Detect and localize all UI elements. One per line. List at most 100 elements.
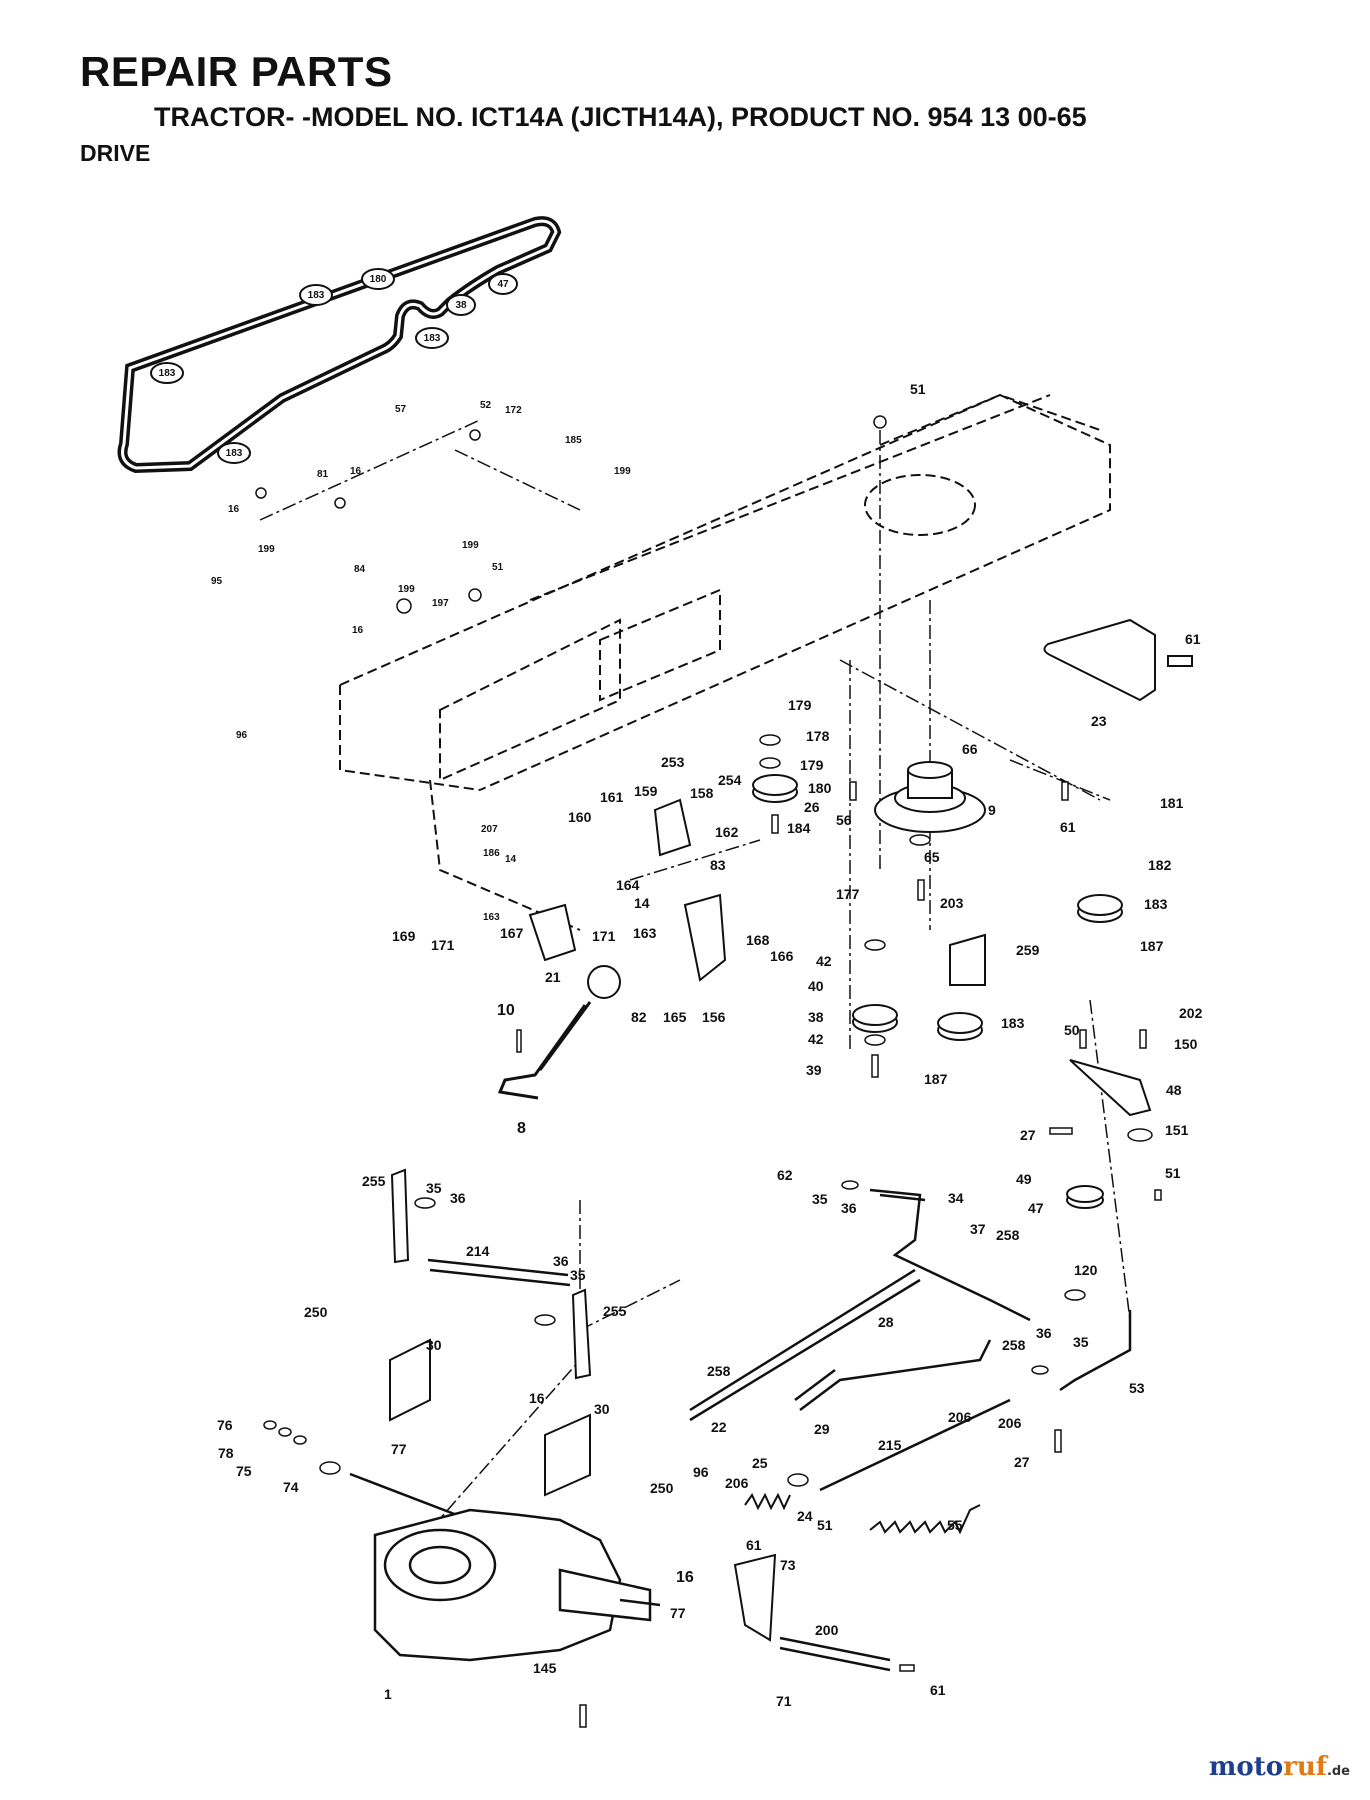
part-label: 35 bbox=[570, 1267, 586, 1283]
part-label: 35 bbox=[1073, 1334, 1089, 1350]
belt-callout-label: 183 bbox=[424, 333, 441, 344]
part-label: 160 bbox=[568, 809, 592, 825]
belt-callout-label: 183 bbox=[308, 290, 325, 301]
part-label: 55 bbox=[947, 1517, 963, 1533]
part-label: 183 bbox=[1144, 896, 1168, 912]
part-label: 156 bbox=[702, 1009, 726, 1025]
part-label: 258 bbox=[1002, 1337, 1026, 1353]
shift-lever-8 bbox=[497, 1001, 592, 1100]
part-label: 161 bbox=[600, 789, 624, 805]
part-label: 52 bbox=[480, 400, 492, 411]
spring-25 bbox=[744, 1492, 791, 1511]
part-label: 29 bbox=[814, 1421, 830, 1437]
part-label: 82 bbox=[631, 1009, 647, 1025]
belt-callout-label: 38 bbox=[455, 300, 467, 311]
part-label: 35 bbox=[812, 1191, 828, 1207]
watermark-part-a: moto bbox=[1208, 1752, 1284, 1782]
part-label: 61 bbox=[746, 1537, 762, 1553]
part-label: 57 bbox=[395, 404, 407, 415]
part-label: 184 bbox=[787, 820, 811, 836]
part-label: 9 bbox=[988, 802, 996, 818]
part-label: 197 bbox=[432, 598, 449, 609]
part-label: 181 bbox=[1160, 795, 1184, 811]
part-label: 206 bbox=[948, 1409, 972, 1425]
part-label: 77 bbox=[670, 1605, 686, 1621]
part-label: 202 bbox=[1179, 1005, 1203, 1021]
part-label: 95 bbox=[211, 576, 223, 587]
transaxle-1 bbox=[373, 1508, 661, 1662]
part-label: 255 bbox=[362, 1173, 386, 1189]
part-label: 200 bbox=[815, 1622, 839, 1638]
plate-255-left bbox=[390, 1168, 410, 1264]
belt-callouts: 183 180 47 38 183 183 183 bbox=[150, 268, 518, 464]
part-label: 39 bbox=[806, 1062, 822, 1078]
part-label: 206 bbox=[998, 1415, 1022, 1431]
part-label: 186 bbox=[483, 848, 500, 859]
part-label: 250 bbox=[650, 1480, 674, 1496]
idler-pulley-180 bbox=[752, 774, 798, 803]
part-label: 159 bbox=[634, 783, 658, 799]
assembly-guide-lines bbox=[259, 419, 1131, 1531]
bracket-158 bbox=[653, 798, 692, 857]
part-label: 42 bbox=[816, 953, 832, 969]
belt-callout-47: 47 bbox=[488, 273, 518, 295]
part-label: 180 bbox=[808, 780, 832, 796]
part-label: 74 bbox=[283, 1479, 299, 1495]
part-label: 36 bbox=[450, 1190, 466, 1206]
tractor-frame-dashed bbox=[339, 393, 1111, 931]
part-label: 35 bbox=[426, 1180, 442, 1196]
part-label: 30 bbox=[426, 1337, 442, 1353]
part-label: 40 bbox=[808, 978, 824, 994]
part-label: 76 bbox=[217, 1417, 233, 1433]
part-number-labels: 57 51 52 172 185 199 16 81 16 199 51 199… bbox=[211, 381, 1203, 1709]
part-label: 49 bbox=[1016, 1171, 1032, 1187]
belt-callout-183d: 183 bbox=[217, 442, 251, 464]
part-label: 163 bbox=[483, 912, 500, 923]
part-label: 36 bbox=[1036, 1325, 1052, 1341]
part-label: 171 bbox=[431, 937, 455, 953]
part-label: 27 bbox=[1014, 1454, 1030, 1470]
part-label: 177 bbox=[836, 886, 860, 902]
part-label: 16 bbox=[352, 625, 364, 636]
part-label: 22 bbox=[711, 1419, 727, 1435]
part-label: 168 bbox=[746, 932, 770, 948]
idler-pulley-183-mid bbox=[937, 1012, 983, 1041]
part-label: 81 bbox=[317, 469, 329, 480]
part-label: 37 bbox=[970, 1221, 986, 1237]
part-label: 26 bbox=[804, 799, 820, 815]
part-label: 61 bbox=[930, 1682, 946, 1698]
belt-callout-label: 183 bbox=[159, 368, 176, 379]
part-label: 199 bbox=[462, 540, 479, 551]
part-label: 65 bbox=[924, 849, 940, 865]
plate-255-right bbox=[571, 1288, 592, 1380]
part-label: 179 bbox=[788, 697, 812, 713]
part-label: 62 bbox=[777, 1167, 793, 1183]
part-label: 77 bbox=[391, 1441, 407, 1457]
part-label: 84 bbox=[354, 564, 366, 575]
belt-callout-183b: 183 bbox=[415, 327, 449, 349]
belt-callout-label: 180 bbox=[370, 274, 387, 285]
bolts-hardware bbox=[255, 415, 1162, 1728]
part-label: 36 bbox=[553, 1253, 569, 1269]
part-label: 199 bbox=[258, 544, 275, 555]
part-label: 38 bbox=[808, 1009, 824, 1025]
part-label: 48 bbox=[1166, 1082, 1182, 1098]
part-label: 96 bbox=[236, 730, 248, 741]
part-label: 254 bbox=[718, 772, 742, 788]
part-label: 207 bbox=[481, 824, 498, 835]
part-label: 96 bbox=[693, 1464, 709, 1480]
bracket-73 bbox=[733, 1553, 777, 1642]
spring-55 bbox=[869, 1504, 981, 1535]
part-label: 50 bbox=[1064, 1022, 1080, 1038]
part-label: 203 bbox=[940, 895, 964, 911]
part-label: 182 bbox=[1148, 857, 1172, 873]
drive-belt-57 bbox=[117, 216, 562, 474]
idler-pulley-38 bbox=[852, 1004, 898, 1033]
part-label: 250 bbox=[304, 1304, 328, 1320]
bracket-30-upper bbox=[389, 1338, 431, 1422]
part-label: 162 bbox=[715, 824, 739, 840]
part-label: 185 bbox=[565, 435, 582, 446]
part-label: 164 bbox=[616, 877, 640, 893]
linkage-rods bbox=[349, 1188, 1132, 1672]
